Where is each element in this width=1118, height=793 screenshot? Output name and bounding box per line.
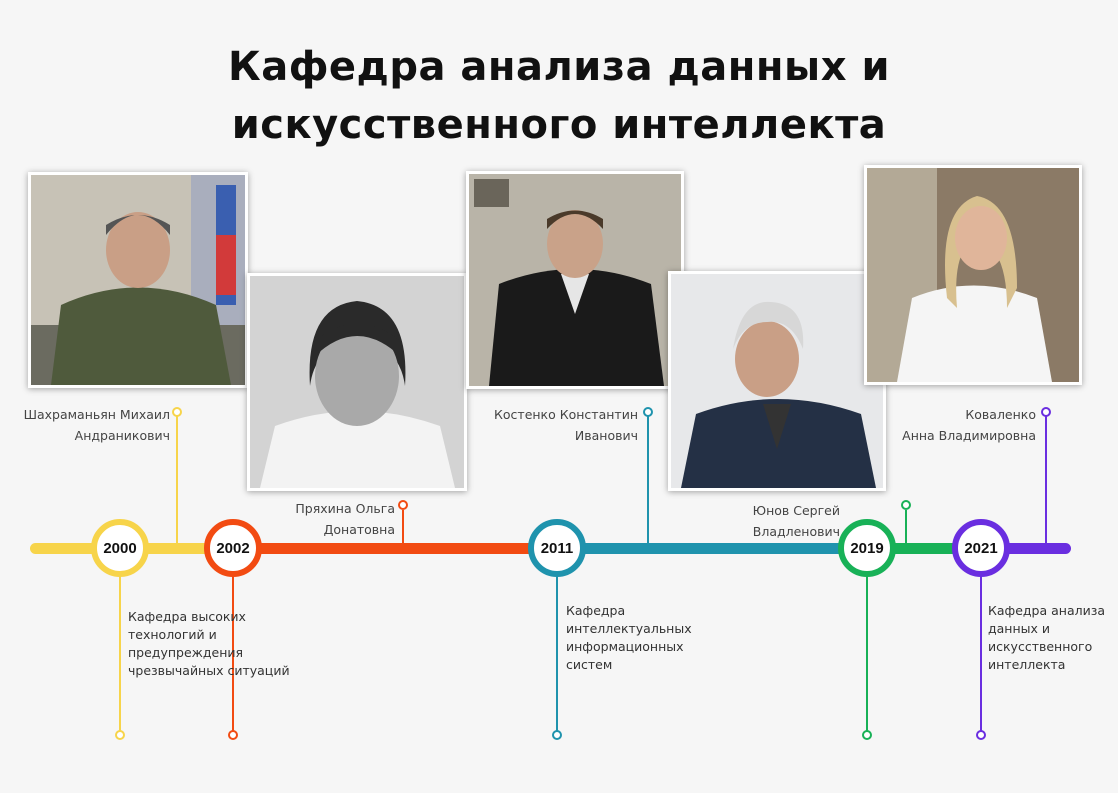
person-name-yunov: Юнов Сергей Владленович — [700, 500, 840, 542]
year-label: 2011 — [540, 539, 574, 557]
name-line: Юнов Сергей — [752, 503, 840, 518]
dept-line: данных и — [988, 621, 1051, 636]
dept-line: Кафедра — [566, 603, 626, 618]
connector-kostenko — [647, 416, 649, 546]
drop-dot-2021 — [976, 730, 986, 740]
year-circle-2021: 2021 — [952, 519, 1010, 577]
timeline-segment-teal — [552, 543, 870, 554]
connector-dot — [901, 500, 911, 510]
connector-shakhramanyan — [176, 416, 178, 546]
year-circle-2000: 2000 — [91, 519, 149, 577]
photo-pryakhina — [247, 273, 467, 491]
year-label: 2002 — [216, 539, 250, 557]
dept-line: технологий и — [128, 627, 217, 642]
name-line: Коваленко — [965, 407, 1036, 422]
drop-line-2002 — [232, 575, 234, 732]
name-line: Костенко Константин — [494, 407, 638, 422]
dept-line: Кафедра высоких — [128, 609, 246, 624]
name-line: Шахраманьян Михаил — [23, 407, 170, 422]
photo-kostenko — [466, 171, 684, 389]
photo-kovalenko — [864, 165, 1082, 385]
dept-line: предупреждения — [128, 645, 244, 660]
name-line: Пряхина Ольга — [295, 501, 395, 516]
year-circle-2011: 2011 — [528, 519, 586, 577]
name-line: Иванович — [574, 428, 638, 443]
dept-line: Кафедра анализа — [988, 603, 1106, 618]
page-title: Кафедра анализа данных и искусственного … — [0, 38, 1118, 154]
dept-line: систем — [566, 657, 613, 672]
year-label: 2000 — [103, 539, 137, 557]
timeline-segment-purple — [976, 543, 1071, 554]
name-line: Анна Владимировна — [902, 428, 1036, 443]
dept-line: чрезвычайных ситуаций — [128, 663, 290, 678]
connector-dot — [398, 500, 408, 510]
drop-line-2011 — [556, 575, 558, 732]
department-high-tech: Кафедра высоких технологий и предупрежде… — [128, 608, 318, 680]
connector-pryakhina — [402, 510, 404, 546]
department-intelligent-systems: Кафедра интеллектуальных информационных … — [566, 602, 716, 674]
connector-kovalenko — [1045, 416, 1047, 546]
drop-dot-2019 — [862, 730, 872, 740]
year-circle-2019: 2019 — [838, 519, 896, 577]
connector-yunov — [905, 510, 907, 546]
drop-line-2021 — [980, 575, 982, 732]
drop-dot-2000 — [115, 730, 125, 740]
year-circle-2002: 2002 — [204, 519, 262, 577]
timeline-segment-red — [220, 543, 560, 554]
person-name-shakhramanyan: Шахраманьян Михаил Андраникович — [0, 404, 170, 446]
person-name-pryakhina: Пряхина Ольга Донатовна — [240, 498, 395, 540]
drop-dot-2011 — [552, 730, 562, 740]
dept-line: интеллектуальных — [566, 621, 692, 636]
name-line: Донатовна — [323, 522, 395, 537]
title-line-1: Кафедра анализа данных и — [228, 44, 890, 90]
dept-line: информационных — [566, 639, 684, 654]
drop-line-2000 — [119, 575, 121, 732]
photo-yunov — [668, 271, 886, 491]
dept-line: интеллекта — [988, 657, 1066, 672]
person-name-kostenko: Костенко Константин Иванович — [460, 404, 638, 446]
year-label: 2019 — [850, 539, 884, 557]
name-line: Владленович — [752, 524, 840, 539]
connector-dot — [643, 407, 653, 417]
name-line: Андраникович — [74, 428, 170, 443]
title-line-2: искусственного интеллекта — [231, 102, 887, 148]
photo-shakhramanyan — [28, 172, 248, 388]
person-name-kovalenko: Коваленко Анна Владимировна — [870, 404, 1036, 446]
year-label: 2021 — [964, 539, 998, 557]
drop-dot-2002 — [228, 730, 238, 740]
drop-line-2019 — [866, 575, 868, 732]
timeline-segment-green — [862, 543, 984, 554]
dept-line: искусственного — [988, 639, 1093, 654]
connector-dot — [172, 407, 182, 417]
connector-dot — [1041, 407, 1051, 417]
department-data-ai: Кафедра анализа данных и искусственного … — [988, 602, 1114, 674]
